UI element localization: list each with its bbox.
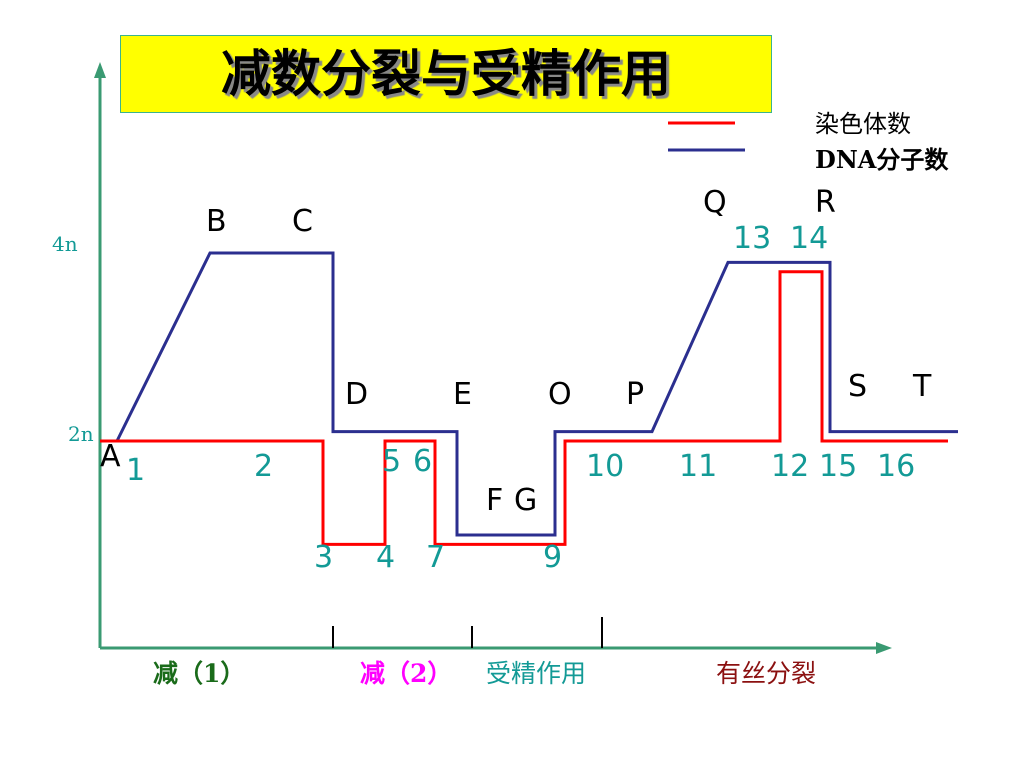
- legend-label-dna: DNA分子数: [815, 145, 949, 174]
- y-axis-arrow: [94, 62, 106, 78]
- point-number: 6: [413, 444, 433, 479]
- y-tick-2n: 2n: [68, 422, 94, 446]
- point-number: 5: [382, 444, 402, 479]
- point-number: 3: [314, 540, 334, 575]
- point-number: 11: [679, 449, 718, 484]
- point-letter: A: [100, 439, 121, 474]
- point-number: 2: [254, 449, 274, 484]
- point-number: 10: [586, 449, 625, 484]
- y-tick-4n: 4n: [52, 232, 78, 256]
- point-letter: C: [292, 204, 313, 239]
- point-number: 13: [733, 221, 772, 256]
- point-letter: R: [815, 185, 836, 220]
- stage-label-mitosis: 有丝分裂: [716, 659, 817, 688]
- point-number: 14: [790, 221, 829, 256]
- point-letter: F: [486, 483, 504, 518]
- point-letter: B: [206, 204, 227, 239]
- point-number: 12: [771, 449, 810, 484]
- point-number: 4: [376, 540, 396, 575]
- point-number: 9: [543, 540, 563, 575]
- point-letter: O: [548, 377, 572, 412]
- stage-label-fertilization: 受精作用: [486, 659, 587, 688]
- point-letter: S: [848, 369, 868, 404]
- point-number: 15: [819, 449, 858, 484]
- x-axis-arrow: [876, 642, 892, 654]
- legend-label-chromosome: 染色体数: [815, 110, 911, 138]
- point-number: 7: [426, 540, 446, 575]
- point-number: 16: [877, 449, 916, 484]
- point-letter: D: [345, 377, 369, 412]
- point-letter: E: [453, 377, 472, 412]
- point-letter: P: [626, 377, 645, 412]
- series-line-chromosome: [100, 270, 948, 546]
- point-letter: Q: [703, 185, 727, 220]
- stage-label-meiosis-1: 减（1）: [153, 659, 246, 688]
- point-number: 1: [126, 453, 146, 488]
- point-letter: T: [913, 369, 932, 404]
- stage-label-meiosis-2: 减（2）: [360, 659, 453, 688]
- series-line-dna: [115, 251, 958, 537]
- chart-title: 减数分裂与受精作用: [120, 35, 772, 113]
- point-letter: G: [514, 483, 538, 518]
